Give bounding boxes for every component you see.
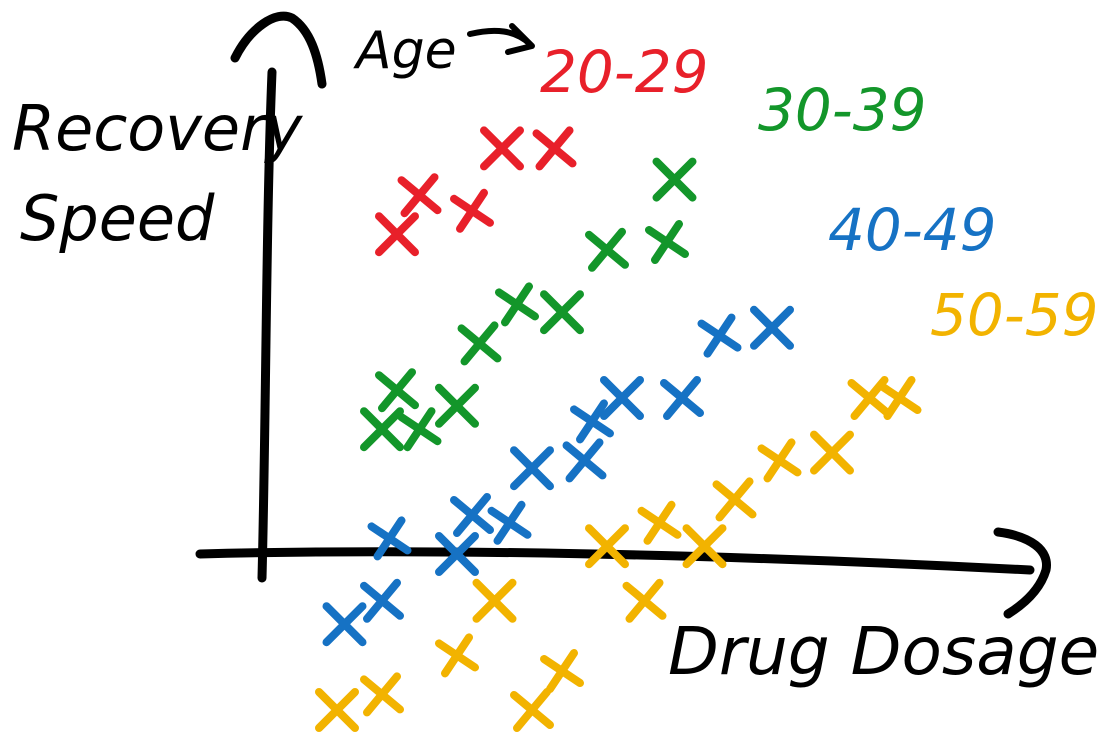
data-point — [750, 305, 794, 350]
series-50-59 — [315, 376, 922, 732]
x-axis-arrowhead — [993, 527, 1051, 619]
data-point — [397, 407, 442, 452]
series-label-50-59: 50-59 — [930, 281, 1099, 349]
data-point — [712, 477, 757, 522]
data-point — [367, 516, 412, 561]
data-point — [877, 376, 922, 420]
data-point — [397, 173, 442, 218]
data-point — [360, 672, 404, 717]
data-point — [375, 368, 419, 413]
data-point — [600, 376, 644, 420]
data-point — [622, 578, 667, 623]
data-point — [540, 290, 584, 335]
series-20-29 — [375, 126, 577, 257]
data-point — [472, 578, 517, 623]
y-axis-label-line1: Recovery — [12, 92, 304, 165]
data-point — [360, 578, 404, 623]
series-label-30-39: 30-39 — [758, 76, 927, 144]
data-point — [435, 633, 479, 678]
data-point — [660, 376, 704, 420]
data-point — [450, 188, 494, 233]
data-point — [450, 493, 494, 537]
data-point — [540, 649, 584, 693]
data-point — [652, 157, 697, 202]
series-40-49 — [322, 305, 794, 647]
legend-title: Age — [353, 21, 457, 81]
series-label-20-29: 20-29 — [540, 38, 709, 106]
data-point — [510, 688, 554, 732]
data-point — [562, 438, 607, 483]
data-point — [375, 212, 419, 257]
data-point — [645, 220, 689, 264]
data-point — [637, 500, 682, 545]
data-point — [585, 524, 629, 569]
y-axis-line — [257, 67, 277, 583]
data-point — [682, 524, 727, 569]
y-axis-arrowhead — [230, 11, 327, 89]
data-point — [810, 430, 854, 475]
legend: Age — [353, 21, 535, 81]
data-point — [495, 282, 539, 327]
data-point — [480, 126, 524, 171]
data-point — [532, 126, 577, 171]
data-point — [457, 321, 502, 366]
data-point — [697, 313, 742, 358]
data-point — [585, 227, 629, 272]
y-axis-label-line2: Speed — [20, 182, 215, 255]
scatter-marks — [315, 126, 922, 732]
data-point — [360, 407, 404, 452]
axis-labels: Recovery Speed Drug Dosage — [12, 92, 1099, 690]
data-point — [570, 399, 614, 444]
data-point — [315, 688, 359, 732]
series-labels: 20-29 30-39 40-49 50-59 — [540, 38, 1099, 349]
data-point — [435, 383, 479, 428]
legend-pointer-arrow — [467, 23, 535, 55]
x-axis-label: Drug Dosage — [668, 613, 1099, 690]
data-point — [435, 532, 479, 576]
data-point — [487, 500, 532, 545]
data-point — [322, 602, 367, 647]
x-axis-line — [195, 547, 1035, 575]
data-point — [757, 438, 802, 483]
series-30-39 — [360, 157, 697, 452]
data-point — [510, 446, 554, 491]
axes — [195, 11, 1051, 619]
series-label-40-49: 40-49 — [828, 196, 997, 264]
